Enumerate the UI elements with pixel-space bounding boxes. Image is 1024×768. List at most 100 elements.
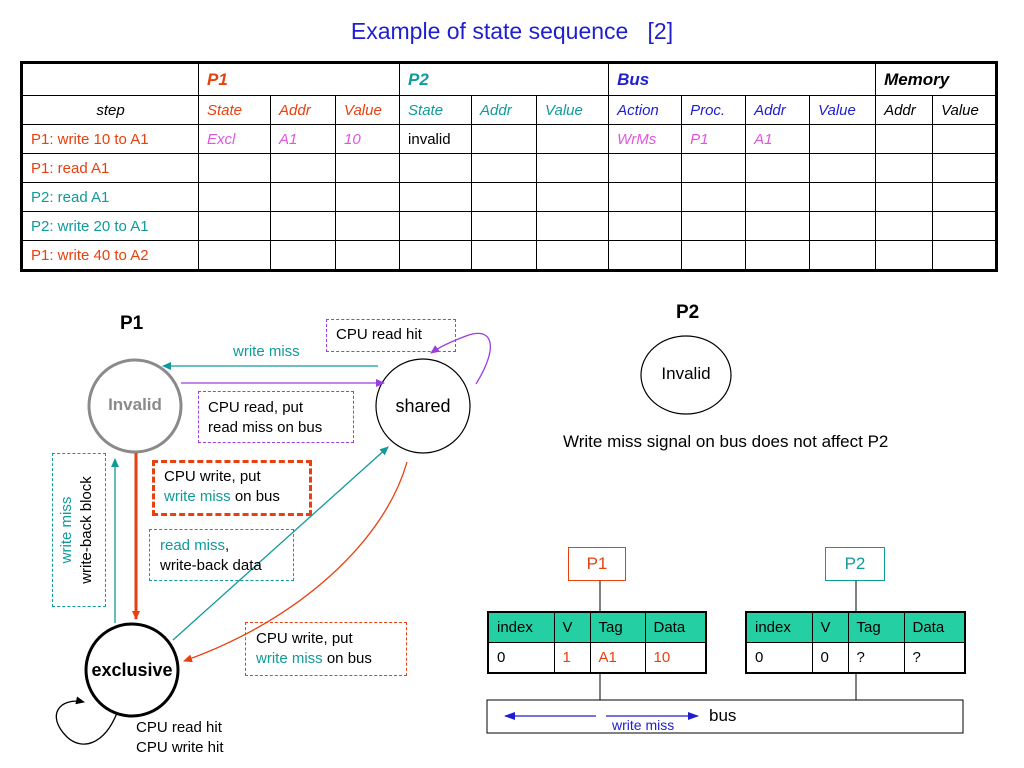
cpu-write-2-rest: on bus bbox=[322, 650, 372, 667]
cell bbox=[608, 182, 683, 212]
cache-col-tag: Tag bbox=[589, 611, 646, 643]
p2-note: Write miss signal on bus does not affect… bbox=[563, 432, 889, 451]
cell bbox=[399, 153, 473, 183]
invalid-state-label: Invalid bbox=[108, 395, 162, 414]
cache-header-row: index V Tag Data bbox=[745, 611, 966, 643]
col-step: step bbox=[21, 95, 199, 125]
cell bbox=[608, 240, 683, 271]
col-p2-addr: Addr bbox=[471, 95, 538, 125]
read-miss-arrow bbox=[172, 446, 389, 641]
invalid-state-node bbox=[87, 358, 183, 454]
state-sequence-table: P1 P2 Bus Memory step State Addr Value S… bbox=[20, 61, 999, 272]
corner-cell bbox=[21, 62, 199, 96]
col-bus-value: Value bbox=[809, 95, 877, 125]
shared-to-exclusive-arrow bbox=[183, 461, 408, 663]
cell bbox=[681, 211, 747, 241]
cell bbox=[471, 124, 538, 154]
cache-index: 0 bbox=[745, 642, 813, 674]
cache-data: ? bbox=[903, 642, 966, 674]
cache-col-data: Data bbox=[644, 611, 707, 643]
step-cell: P1: write 10 to A1 bbox=[21, 124, 199, 154]
cpu-write-line2: write miss on bus bbox=[164, 487, 280, 507]
col-mem-value: Value bbox=[932, 95, 998, 125]
cpu-write-box-2 bbox=[245, 622, 407, 676]
cpu-read-hit-label: CPU read hit bbox=[336, 326, 422, 343]
cache-col-data: Data bbox=[903, 611, 966, 643]
cache-row: 0 1 A1 10 bbox=[487, 642, 707, 674]
col-p1-state: State bbox=[198, 95, 271, 125]
cell bbox=[875, 240, 934, 271]
cpu-write-highlight: write miss bbox=[164, 488, 231, 505]
cell bbox=[471, 240, 538, 271]
exclusive-state-node bbox=[84, 622, 180, 718]
cpu-write-rest: on bus bbox=[230, 488, 280, 505]
cache-col-v: V bbox=[811, 611, 849, 643]
table-row: P1: write 10 to A1 Excl A1 10 invalid Wr… bbox=[21, 124, 998, 154]
cache-data: 10 bbox=[644, 642, 707, 674]
p1-cache-table: index V Tag Data 0 1 A1 10 bbox=[487, 611, 707, 674]
cell bbox=[932, 240, 998, 271]
cell: WrMs bbox=[608, 124, 683, 154]
p2-processor-box: P2 bbox=[825, 547, 885, 581]
read-miss-line2: write-back data bbox=[160, 557, 262, 574]
cell bbox=[681, 240, 747, 271]
read-miss-box bbox=[149, 529, 294, 581]
cell bbox=[608, 211, 683, 241]
cache-col-tag: Tag bbox=[847, 611, 905, 643]
cell bbox=[536, 240, 610, 271]
cache-header-row: index V Tag Data bbox=[487, 611, 707, 643]
shared-state-node bbox=[375, 358, 471, 454]
col-mem-addr: Addr bbox=[875, 95, 934, 125]
cpu-read-line2: read miss on bus bbox=[208, 419, 323, 436]
col-bus-action: Action bbox=[608, 95, 683, 125]
p2-invalid-label: Invalid bbox=[661, 364, 711, 383]
cpu-write-2-line2: write miss on bus bbox=[256, 649, 372, 669]
cell bbox=[334, 153, 401, 183]
exclusive-hit-1: CPU read hit bbox=[136, 719, 222, 736]
cpu-read-hit-box bbox=[326, 319, 456, 352]
cache-valid: 1 bbox=[553, 642, 591, 674]
cell: Excl bbox=[198, 124, 271, 154]
p2-diagram-title: P2 bbox=[676, 302, 700, 323]
write-miss-label: write miss bbox=[233, 343, 300, 360]
cache-index: 0 bbox=[487, 642, 555, 674]
write-back-block-label: write miss write-back block bbox=[57, 455, 97, 605]
cell bbox=[681, 182, 747, 212]
vertical-write-back: write-back block bbox=[78, 476, 95, 584]
cell bbox=[334, 240, 401, 271]
read-miss-line1: read miss, bbox=[160, 536, 229, 556]
write-back-block-box bbox=[52, 453, 106, 607]
step-cell: P1: read A1 bbox=[21, 153, 199, 183]
exclusive-state-label: exclusive bbox=[91, 660, 173, 680]
cell bbox=[809, 124, 877, 154]
cell bbox=[745, 211, 811, 241]
cell bbox=[809, 153, 877, 183]
cell bbox=[745, 240, 811, 271]
exclusive-self-loop bbox=[55, 696, 118, 745]
cache-col-index: index bbox=[745, 611, 813, 643]
table-row: P1: write 40 to A2 bbox=[21, 240, 998, 271]
cell bbox=[809, 240, 877, 271]
p1-diagram-title: P1 bbox=[120, 313, 144, 334]
cell: 10 bbox=[334, 124, 401, 154]
cache-tag: A1 bbox=[589, 642, 646, 674]
col-p2-value: Value bbox=[536, 95, 610, 125]
step-cell: P2: write 20 to A1 bbox=[21, 211, 199, 241]
cache-tag: ? bbox=[847, 642, 905, 674]
p2-invalid-state-node bbox=[640, 335, 732, 415]
read-miss-rest: , bbox=[225, 537, 230, 554]
shared-self-loop bbox=[430, 332, 491, 385]
exclusive-hit-2: CPU write hit bbox=[136, 739, 224, 756]
cpu-write-2-highlight: write miss bbox=[256, 650, 323, 667]
cpu-write-line1: CPU write, put bbox=[164, 468, 261, 485]
col-p1-value: Value bbox=[334, 95, 401, 125]
cpu-read-box bbox=[198, 391, 354, 443]
cpu-read-line1: CPU read, put bbox=[208, 399, 304, 416]
group-memory: Memory bbox=[875, 62, 998, 96]
cell bbox=[536, 153, 610, 183]
subheader-row: step State Addr Value State Addr Value A… bbox=[21, 95, 998, 125]
bus-label: bus bbox=[709, 706, 737, 725]
bus-signal-label: write miss bbox=[612, 717, 675, 733]
cache-col-v: V bbox=[553, 611, 591, 643]
